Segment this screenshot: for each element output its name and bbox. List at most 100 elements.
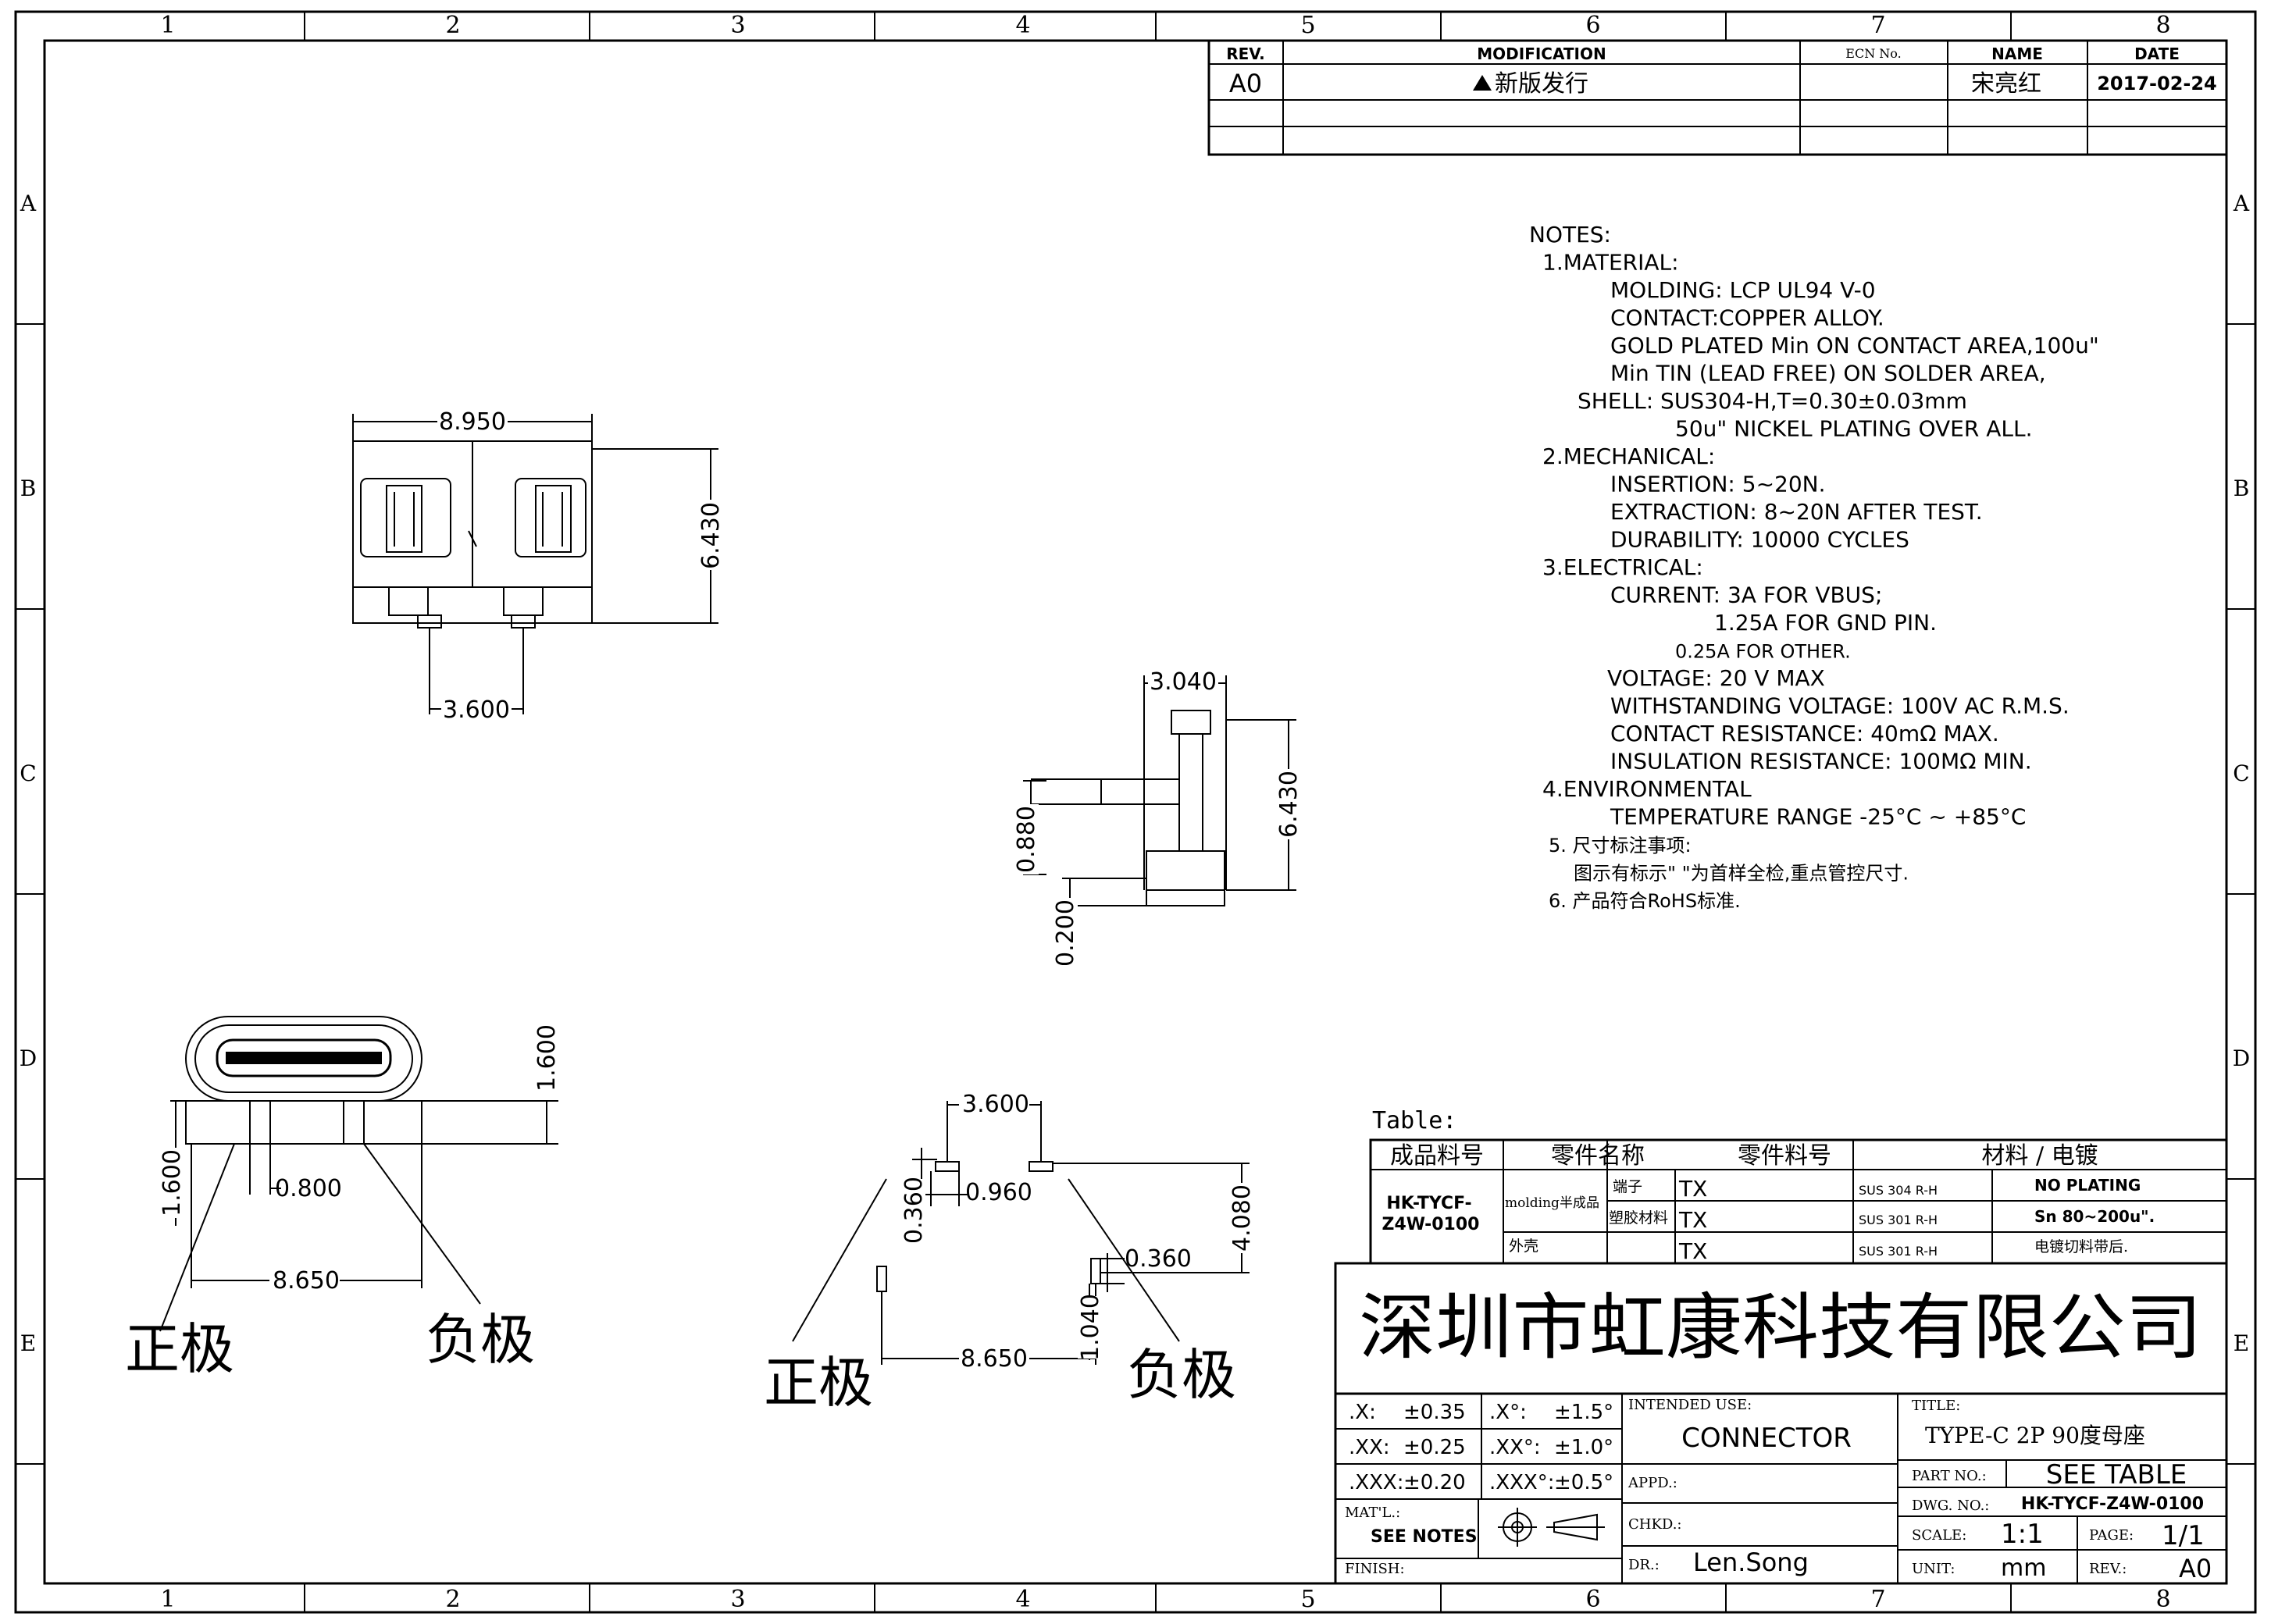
zone-row-label-left-D: D <box>20 1045 37 1071</box>
dim-pcb-pad-w: 0.960 <box>965 1179 1032 1206</box>
note-line: 2.MECHANICAL: <box>1542 443 1715 469</box>
page-value: 1/1 <box>2162 1520 2205 1551</box>
row2-pn: TX <box>1678 1207 1707 1233</box>
zone-row-label-right-C: C <box>2233 760 2249 786</box>
parts-table: Table: 成品料号 零件名称 零件料号 材料 / 电镀 HK-TYCF- Z… <box>1369 1107 2228 1265</box>
zone-row-label-right-E: E <box>2234 1330 2249 1356</box>
drawing-title: TYPE-C 2P 90度母座 <box>1925 1423 2145 1448</box>
delta-icon <box>1473 75 1492 91</box>
table-header-product: 成品料号 <box>1390 1142 1484 1170</box>
title-label: TITLE: <box>1912 1398 1960 1414</box>
dim-pcb-pitch: 3.600 <box>962 1091 1029 1118</box>
label-positive-front: 正极 <box>125 1317 234 1381</box>
scale-label: SCALE: <box>1912 1527 1966 1544</box>
row1-mat: SUS 304 R-H <box>1859 1183 1938 1198</box>
dim-pcb-pad-h2: 0.360 <box>1125 1245 1192 1273</box>
tol-x-value: ±0.35 <box>1403 1401 1466 1424</box>
notes-block: NOTES:1.MATERIAL:MOLDING: LCP UL94 V-0CO… <box>1529 222 2099 912</box>
tol-xx-value: ±0.25 <box>1403 1436 1466 1459</box>
note-line: GOLD PLATED Min ON CONTACT AREA,100u" <box>1610 333 2099 358</box>
zone-col-label-bottom-3: 3 <box>730 1586 745 1613</box>
top-view <box>352 414 718 714</box>
note-line: 4.ENVIRONMENTAL <box>1542 776 1752 802</box>
note-line: INSERTION: 5~20N. <box>1610 472 1826 497</box>
inner-border <box>43 39 2228 1585</box>
zone-row-label-right-B: B <box>2234 475 2250 501</box>
dim-front-pin: 0.800 <box>275 1175 342 1202</box>
note-line: 5. 尺寸标注事项: <box>1549 835 1692 857</box>
zone-row-label-left-B: B <box>20 475 37 501</box>
unit-label: UNIT: <box>1912 1561 1955 1577</box>
dim-pcb-height: 4.080 <box>1228 1184 1256 1252</box>
note-line: 图示有标示" "为首样全检,重点管控尺寸. <box>1574 863 1909 885</box>
tol-x-label: .X: <box>1349 1401 1376 1424</box>
table-header-part-name: 零件名称 <box>1551 1142 1645 1170</box>
rev-header: REV. <box>1226 45 1265 63</box>
zone-col-label-bottom-1: 1 <box>160 1586 175 1613</box>
name-value: 宋亮红 <box>1971 70 2041 98</box>
table-header-part-no: 零件料号 <box>1738 1142 1831 1170</box>
row3-mat: SUS 301 R-H <box>1859 1244 1938 1259</box>
zone-col-label-top-2: 2 <box>445 12 460 39</box>
part-no-value: SEE TABLE <box>2046 1459 2187 1490</box>
note-line: CURRENT: 3A FOR VBUS; <box>1610 582 1882 608</box>
zone-col-label-top-7: 7 <box>1870 12 1885 39</box>
label-negative-pcb: 负极 <box>1127 1343 1236 1407</box>
finish-label: FINISH: <box>1345 1561 1405 1577</box>
zone-row-label-left-C: C <box>20 760 36 786</box>
title-block: 深圳市虹康科技有限公司 .X: ±0.35 .X°: ±1.5° .XX: ±0… <box>1334 1262 2228 1585</box>
table-label: Table: <box>1372 1107 1456 1134</box>
row3-pn: TX <box>1678 1238 1707 1264</box>
table-header-material: 材料 / 电镀 <box>1981 1142 2098 1170</box>
zone-col-label-top-8: 8 <box>2155 12 2170 39</box>
unit-value: mm <box>2001 1555 2046 1582</box>
dim-pcb-pad-h: 0.360 <box>900 1177 928 1244</box>
zone-col-label-bottom-4: 4 <box>1015 1586 1030 1613</box>
zone-row-label-right-A: A <box>2233 191 2250 216</box>
dim-side-base: 0.200 <box>1052 899 1079 967</box>
zone-col-label-top-5: 5 <box>1300 12 1315 39</box>
dim-side-height: 6.430 <box>1275 771 1303 838</box>
scale-value: 1:1 <box>2001 1519 2044 1550</box>
ecn-header: ECN No. <box>1845 46 1901 61</box>
outer-border <box>14 10 2257 1614</box>
dim-pcb-slot: 1.040 <box>1077 1294 1104 1361</box>
row1-pn: TX <box>1678 1176 1707 1202</box>
note-line: DURABILITY: 10000 CYCLES <box>1610 527 1909 553</box>
group-label: molding半成品 <box>1505 1195 1599 1211</box>
note-line: WITHSTANDING VOLTAGE: 100V AC R.M.S. <box>1610 693 2070 719</box>
tol-xxx-label: .XXX: <box>1349 1471 1403 1494</box>
note-line: Min TIN (LEAD FREE) ON SOLDER AREA, <box>1610 361 2046 386</box>
note-line: NOTES: <box>1529 222 1611 248</box>
dim-front-span: 8.650 <box>273 1267 340 1295</box>
product-no-line2: Z4W-0100 <box>1382 1215 1480 1234</box>
note-line: 50u" NICKEL PLATING OVER ALL. <box>1675 416 2032 442</box>
chkd-label: CHKD.: <box>1628 1516 1682 1533</box>
tol-xx-label: .XX: <box>1349 1436 1390 1459</box>
note-line: INSULATION RESISTANCE: 100MΩ MIN. <box>1610 749 2032 775</box>
pcb-layout <box>792 1101 1250 1365</box>
row2-name: 塑胶材料 <box>1609 1209 1668 1227</box>
page-label: PAGE: <box>2089 1527 2134 1544</box>
tol-xxa-label: .XX°: <box>1489 1436 1541 1459</box>
note-line: CONTACT RESISTANCE: 40mΩ MAX. <box>1610 721 1999 746</box>
zone-row-label-right-D: D <box>2233 1045 2250 1071</box>
dim-front-h: 1.600 <box>533 1024 561 1092</box>
zone-row-label-left-E: E <box>20 1330 36 1356</box>
note-line: MOLDING: LCP UL94 V-0 <box>1610 277 1876 303</box>
front-view <box>159 1016 558 1332</box>
tol-xa-value: ±1.5° <box>1554 1401 1613 1424</box>
row2-plating: Sn 80~200u". <box>2034 1207 2155 1226</box>
note-line: 1.25A FOR GND PIN. <box>1714 610 1937 636</box>
note-line: EXTRACTION: 8~20N AFTER TEST. <box>1610 499 1983 525</box>
modification-value: 新版发行 <box>1495 70 1588 98</box>
row2-mat: SUS 301 R-H <box>1859 1213 1938 1227</box>
note-line: VOLTAGE: 20 V MAX <box>1607 665 1825 691</box>
dim-top-width: 8.950 <box>439 408 506 436</box>
intended-use-label: INTENDED USE: <box>1628 1397 1752 1413</box>
date-header: DATE <box>2134 45 2180 63</box>
zone-row-label-left-A: A <box>20 191 37 216</box>
drawer-name: Len.Song <box>1693 1547 1809 1577</box>
tol-xxxa-label: .XXX°: <box>1489 1471 1554 1494</box>
